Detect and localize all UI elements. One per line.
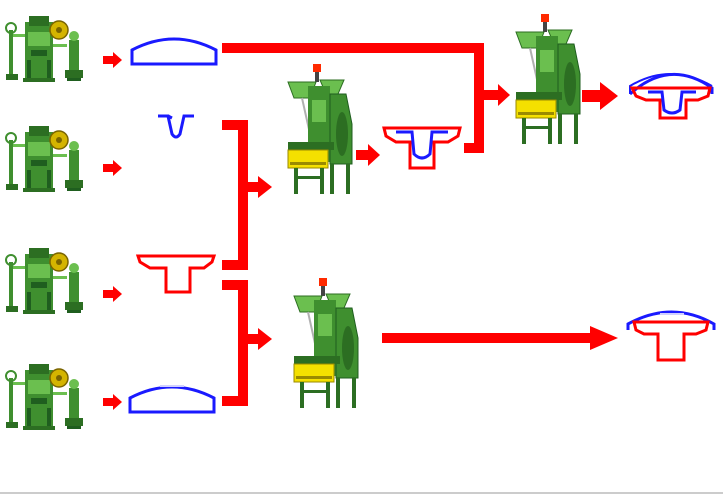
small-arrow-row-1: [103, 52, 122, 68]
blue-dome-part: [128, 385, 216, 414]
finished-part-capped-blue-shank: [628, 73, 714, 120]
small-arrow-row-4: [103, 394, 122, 410]
route-arrow-cap-to-final-press: [222, 43, 484, 153]
small-arrow-row-2: [103, 160, 122, 176]
feeder-machine-row-1: [5, 15, 84, 83]
route-arrow-shank-and-body-to-upper-press: [222, 120, 272, 270]
feeder-machine-row-4: [5, 363, 84, 431]
assembly-press-final: [515, 13, 581, 145]
feeder-machine-row-3: [5, 247, 84, 315]
feeder-machine-row-2: [5, 125, 84, 193]
blue-cap-part: [130, 37, 218, 66]
arrow-upper-press-to-intermediate: [356, 144, 380, 166]
finished-part-capped-red-t: [626, 310, 716, 362]
arrow-lower-press-to-output: [382, 326, 618, 350]
blue-shank-in-red-t-part: [382, 126, 462, 170]
blue-shank-part: [158, 114, 194, 139]
assembly-press-lower: [293, 277, 359, 409]
route-arrow-body-and-dome-to-lower-press: [222, 280, 272, 406]
arrow-intermediate-to-final-press: [464, 84, 510, 153]
small-arrow-row-3: [103, 286, 122, 302]
red-t-body-part: [135, 254, 217, 294]
assembly-press-upper: [287, 63, 353, 195]
arrow-final-press-to-output: [582, 82, 618, 110]
